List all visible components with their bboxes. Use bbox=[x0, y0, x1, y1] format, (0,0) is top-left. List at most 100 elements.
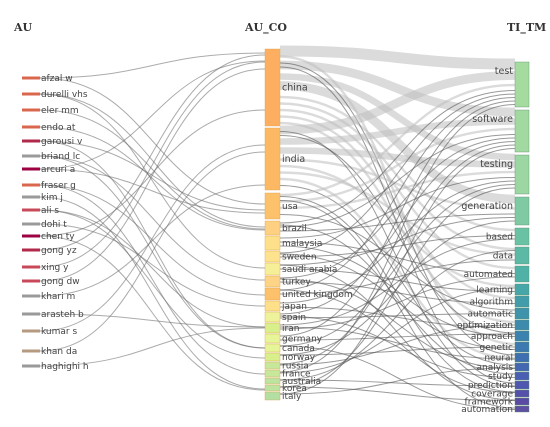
term-node-test[interactable] bbox=[514, 61, 530, 108]
author-label: gong dw bbox=[41, 277, 80, 287]
country-term-link bbox=[279, 158, 516, 210]
country-node-turkey[interactable] bbox=[264, 275, 281, 288]
term-node-coverage[interactable] bbox=[514, 389, 530, 398]
country-label: india bbox=[282, 154, 305, 165]
term-node-neural[interactable] bbox=[514, 352, 530, 363]
country-term-link bbox=[279, 276, 516, 330]
author-node-arcuri-a[interactable] bbox=[22, 167, 40, 171]
author-node-khari-m[interactable] bbox=[22, 294, 40, 298]
term-label: algorithm bbox=[470, 298, 513, 308]
term-node-testing[interactable] bbox=[514, 154, 530, 195]
term-node-software[interactable] bbox=[514, 109, 530, 153]
author-label: haghighi h bbox=[41, 362, 89, 372]
term-label: automation bbox=[461, 405, 513, 415]
term-node-genetic[interactable] bbox=[514, 341, 530, 353]
term-label: study bbox=[488, 372, 514, 382]
country-node-malaysia[interactable] bbox=[264, 235, 281, 251]
term-node-generation[interactable] bbox=[514, 196, 530, 226]
author-node-endo-at[interactable] bbox=[22, 125, 40, 129]
country-node-usa[interactable] bbox=[264, 192, 281, 220]
country-node-saudi-arabia[interactable] bbox=[264, 262, 281, 276]
author-label: durelli vhs bbox=[41, 90, 88, 100]
country-node-iran[interactable] bbox=[264, 322, 281, 334]
country-node-france[interactable] bbox=[264, 369, 281, 378]
country-term-link bbox=[279, 83, 516, 197]
country-term-link bbox=[279, 164, 516, 288]
term-label: framework bbox=[465, 398, 514, 408]
country-term-link bbox=[279, 118, 516, 145]
author-label: kumar s bbox=[41, 327, 77, 337]
country-node-korea[interactable] bbox=[264, 384, 281, 392]
country-label: usa bbox=[282, 202, 298, 212]
author-node-arasteh-b[interactable] bbox=[22, 312, 40, 316]
term-node-data[interactable] bbox=[514, 246, 530, 265]
author-label: arcuri a bbox=[41, 165, 75, 175]
author-node-khan-da[interactable] bbox=[22, 349, 40, 353]
country-label: spain bbox=[282, 313, 306, 323]
country-node-china[interactable] bbox=[264, 48, 281, 127]
country-term-link bbox=[279, 131, 516, 387]
author-node-dohi-t[interactable] bbox=[22, 222, 40, 226]
author-node-haghighi-h[interactable] bbox=[22, 364, 40, 368]
term-label: automated bbox=[464, 270, 513, 280]
term-node-automatic[interactable] bbox=[514, 307, 530, 320]
term-node-optimization[interactable] bbox=[514, 319, 530, 331]
author-node-kumar-s[interactable] bbox=[22, 329, 40, 333]
author-node-fraser-g[interactable] bbox=[22, 183, 40, 187]
term-node-study[interactable] bbox=[514, 371, 530, 381]
author-node-eler-mm[interactable] bbox=[22, 108, 40, 112]
author-node-xing-y[interactable] bbox=[22, 265, 40, 269]
author-node-ali-s[interactable] bbox=[22, 208, 40, 212]
country-node-united-kingdom[interactable] bbox=[264, 287, 281, 301]
term-label: optimization bbox=[457, 321, 513, 331]
author-country-links bbox=[39, 52, 266, 391]
author-node-garousi-v[interactable] bbox=[22, 139, 40, 143]
country-node-brazil[interactable] bbox=[264, 220, 281, 236]
country-term-link bbox=[279, 196, 516, 393]
country-term-link bbox=[279, 289, 516, 393]
term-node-learning[interactable] bbox=[514, 283, 530, 296]
term-node-algorithm[interactable] bbox=[514, 295, 530, 308]
country-node-japan[interactable] bbox=[264, 300, 281, 312]
author-country-link bbox=[39, 184, 266, 375]
country-term-link bbox=[279, 73, 516, 161]
term-node-analysis[interactable] bbox=[514, 362, 530, 372]
term-node-framework[interactable] bbox=[514, 397, 530, 406]
author-node-durelli-vhs[interactable] bbox=[22, 92, 40, 96]
country-term-link bbox=[279, 333, 516, 341]
author-node-afzal-w[interactable] bbox=[22, 76, 40, 80]
term-node-based[interactable] bbox=[514, 227, 530, 246]
author-label: khan da bbox=[41, 347, 77, 357]
term-node-automated[interactable] bbox=[514, 265, 530, 283]
author-country-link bbox=[39, 109, 266, 237]
author-node-chen-ty[interactable] bbox=[22, 234, 40, 238]
term-label: generation bbox=[461, 201, 513, 212]
country-node-norway[interactable] bbox=[264, 352, 281, 362]
country-term-link bbox=[279, 104, 516, 373]
author-label: fraser g bbox=[41, 181, 76, 191]
author-node-gong-yz[interactable] bbox=[22, 248, 40, 252]
country-node-sweden[interactable] bbox=[264, 250, 281, 263]
country-term-link bbox=[279, 60, 516, 117]
country-node-germany[interactable] bbox=[264, 333, 281, 344]
author-country-link bbox=[39, 184, 266, 297]
term-node-automation[interactable] bbox=[514, 405, 530, 413]
term-node-prediction[interactable] bbox=[514, 380, 530, 390]
author-country-link bbox=[39, 327, 266, 367]
author-country-link bbox=[39, 313, 266, 328]
author-node-kim-j[interactable] bbox=[22, 195, 40, 199]
country-node-spain[interactable] bbox=[264, 311, 281, 323]
country-node-italy[interactable] bbox=[264, 391, 281, 401]
author-node-gong-dw[interactable] bbox=[22, 279, 40, 283]
country-node-russia[interactable] bbox=[264, 361, 281, 370]
country-node-india[interactable] bbox=[264, 127, 281, 191]
term-node-approach[interactable] bbox=[514, 330, 530, 342]
country-term-link bbox=[279, 241, 516, 274]
country-node-australia[interactable] bbox=[264, 377, 281, 385]
country-node-canada[interactable] bbox=[264, 343, 281, 353]
author-label: endo at bbox=[41, 123, 76, 133]
country-term-link bbox=[279, 213, 516, 232]
country-term-link bbox=[279, 127, 516, 203]
author-node-briand-lc[interactable] bbox=[22, 154, 40, 158]
